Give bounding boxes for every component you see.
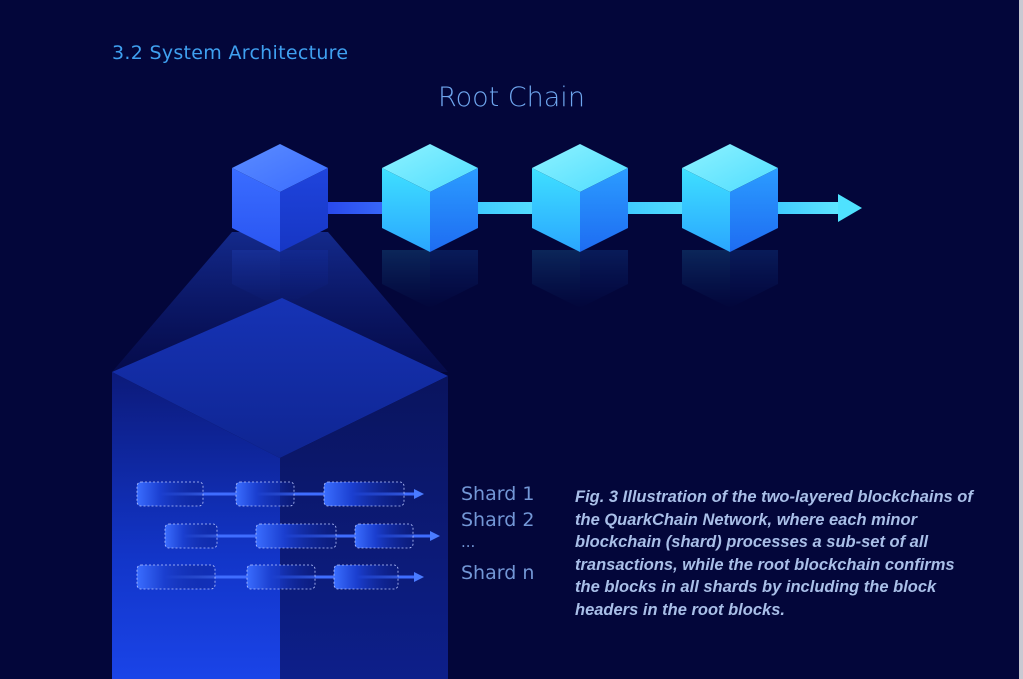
shard-chain-2 (164, 523, 440, 549)
shard-block (136, 564, 216, 590)
shard-chain-1 (136, 481, 424, 507)
root-block-reflection (382, 228, 478, 308)
window-edge (1019, 0, 1023, 679)
big-cube-top (112, 298, 448, 458)
shard-chain-3 (136, 564, 424, 590)
shard-label-n: Shard n (461, 562, 535, 584)
shard-label-ellipsis: ... (461, 533, 476, 551)
root-block-reflection (532, 228, 628, 308)
root-block-reflection (682, 228, 778, 308)
shard-block (323, 481, 405, 507)
root-chain-arrowhead (838, 194, 862, 222)
shard-chain-arrowhead (414, 489, 424, 499)
root-block-3 (532, 144, 628, 308)
figure-caption: Fig. 3 Illustration of the two-layered b… (575, 488, 973, 619)
section-title: 3.2 System Architecture (112, 42, 349, 64)
shard-block (255, 523, 337, 549)
root-block-reflection (232, 228, 328, 308)
shard-block (246, 564, 316, 590)
root-block-4 (682, 144, 778, 308)
shard-chain-arrowhead (430, 531, 440, 541)
shard-block (333, 564, 399, 590)
shard-block (136, 481, 204, 507)
shard-label-1: Shard 1 (461, 483, 535, 505)
root-chain-title: Root Chain (438, 82, 585, 113)
root-block-2 (382, 144, 478, 308)
shard-block (164, 523, 218, 549)
root-link-4 (762, 202, 842, 214)
root-chain-blocks (232, 144, 778, 308)
shard-block (235, 481, 295, 507)
shard-block (354, 523, 414, 549)
shard-chain-arrowhead (414, 572, 424, 582)
root-block-1 (232, 144, 328, 308)
shard-chains (136, 481, 440, 590)
shard-label-2: Shard 2 (461, 509, 535, 531)
